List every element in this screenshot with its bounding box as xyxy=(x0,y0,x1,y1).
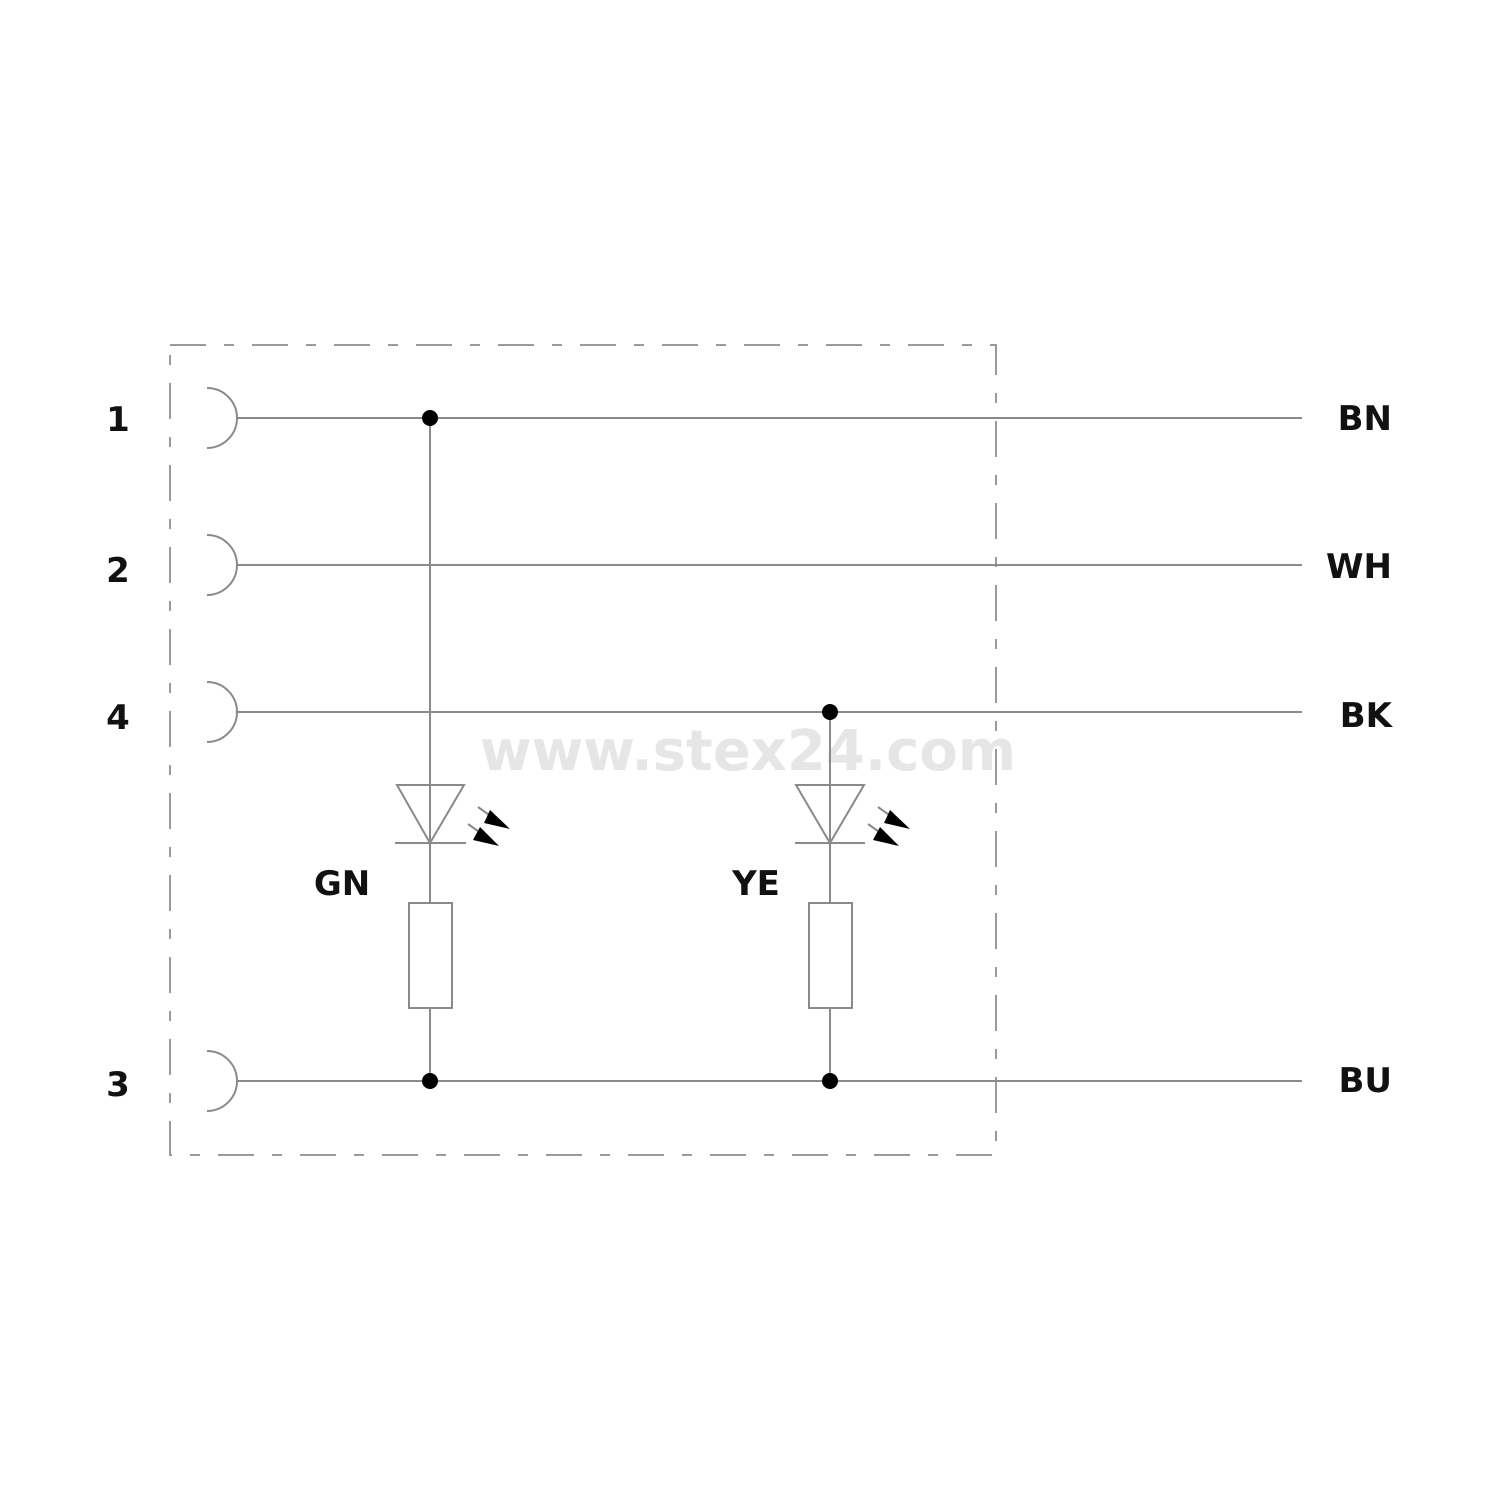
pin-number-1: 1 xyxy=(106,400,130,440)
socket-contact-icon xyxy=(206,387,238,449)
led-branch-ye: YE xyxy=(731,704,910,1089)
junction-dot xyxy=(422,410,438,426)
socket-contact-icon xyxy=(206,1050,238,1112)
resistor-icon xyxy=(408,902,453,1009)
led-diode-icon xyxy=(794,784,866,845)
pin-row-4: 4 BK xyxy=(106,681,1394,743)
socket-contact-icon xyxy=(206,534,238,596)
junction-dot xyxy=(822,704,838,720)
pin-row-3: 3 BU xyxy=(106,1050,1392,1112)
led-branch-gn: GN xyxy=(314,410,510,1089)
light-emission-arrows-icon xyxy=(867,806,910,846)
pin-number-3: 3 xyxy=(106,1065,130,1105)
resistor-icon xyxy=(808,902,853,1009)
led-diode-icon xyxy=(395,784,466,845)
wire-color-label-wh: WH xyxy=(1326,547,1392,587)
socket-contact-icon xyxy=(206,681,238,743)
led-label-gn: GN xyxy=(314,864,370,904)
light-emission-arrows-icon xyxy=(467,806,510,846)
wire-color-label-bn: BN xyxy=(1338,399,1392,439)
pin-row-1: 1 BN xyxy=(106,387,1392,449)
connector-housing-outline xyxy=(169,344,997,1156)
pin-row-2: 2 WH xyxy=(106,534,1392,596)
junction-dot xyxy=(422,1073,438,1089)
wire-color-label-bk: BK xyxy=(1340,696,1394,736)
pin-number-4: 4 xyxy=(106,698,130,738)
watermark: www.stex24.com xyxy=(480,719,1016,784)
junction-dot xyxy=(822,1073,838,1089)
led-label-ye: YE xyxy=(731,864,780,904)
pin-number-2: 2 xyxy=(106,551,130,591)
wire-color-label-bu: BU xyxy=(1338,1061,1392,1101)
